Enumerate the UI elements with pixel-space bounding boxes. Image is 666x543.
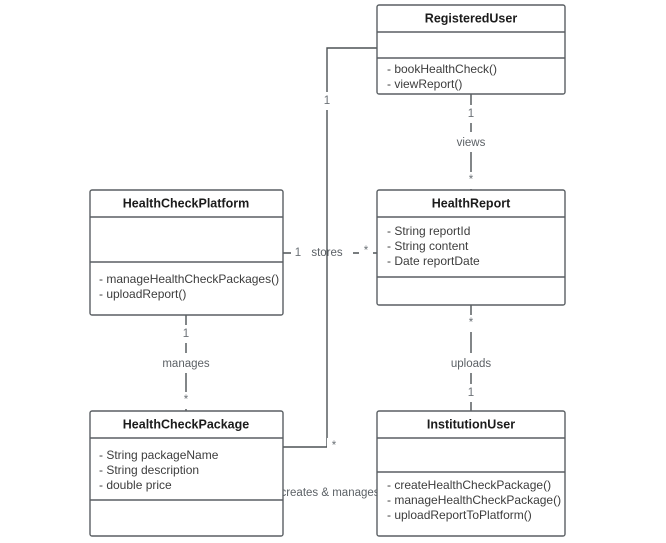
class-health-report-attribute-1: - String content (387, 239, 469, 253)
edge-manages-target-multiplicity: * (184, 394, 189, 406)
edge-views-label: views (457, 137, 486, 149)
class-registered-user-method-0: - bookHealthCheck() (387, 62, 497, 76)
class-health-check-platform-method-1: - uploadReport() (99, 287, 186, 301)
class-health-check-platform-name: HealthCheckPlatform (123, 196, 249, 210)
class-box-health-check-package[interactable]: HealthCheckPackage - String packageName … (89, 410, 284, 537)
class-health-report-name: HealthReport (432, 196, 511, 210)
edge-cm-src-mult-bg (320, 92, 334, 110)
edge-cm-label-bg (276, 484, 388, 504)
edge-uploads-label-bg (441, 353, 501, 373)
edge-views-label-bg (447, 132, 495, 152)
class-institution-user-method-0: - createHealthCheckPackage() (387, 478, 551, 492)
edge-manages: manages 1 * (152, 315, 220, 411)
edge-uploads-src-mult-bg (463, 315, 479, 332)
edge-manages-label-bg (152, 353, 220, 373)
edge-stores-src-mult-bg (291, 245, 305, 262)
class-health-report-frame[interactable] (376, 189, 566, 306)
class-institution-user-method-1: - manageHealthCheckPackage() (387, 493, 561, 507)
class-institution-user-method-2: - uploadReportToPlatform() (387, 508, 532, 522)
class-health-check-platform-method-0: - manageHealthCheckPackages() (99, 272, 279, 286)
class-health-check-package-attribute-1: - String description (99, 463, 199, 477)
class-institution-user-name: InstitutionUser (427, 417, 515, 431)
edge-views-source-multiplicity: 1 (468, 108, 474, 120)
edge-stores-source-multiplicity: 1 (295, 247, 301, 259)
class-registered-user-method-1: - viewReport() (387, 77, 462, 91)
edge-stores: stores 1 * (283, 244, 377, 263)
edge-creates-and-manages-source-multiplicity: 1 (324, 95, 330, 107)
edge-uploads-tgt-mult-bg (463, 384, 479, 402)
class-health-check-package-attribute-2: - double price (99, 478, 172, 492)
edge-creates-and-manages-target-multiplicity: * (332, 440, 337, 452)
class-box-registered-user[interactable]: RegisteredUser - bookHealthCheck() - vie… (376, 4, 566, 95)
class-box-health-check-platform[interactable]: HealthCheckPlatform - manageHealthCheckP… (89, 189, 284, 316)
edge-views-target-multiplicity: * (469, 174, 474, 186)
class-health-check-package-attribute-0: - String packageName (99, 448, 219, 462)
edge-creates-and-manages-label: creates & manages (280, 487, 379, 499)
edge-cm-tgt-mult-bg (327, 438, 341, 454)
edge-views-tgt-mult-bg (463, 172, 479, 189)
edge-uploads-label: uploads (451, 358, 492, 370)
edge-stores-target-multiplicity: * (364, 245, 369, 257)
class-institution-user-frame[interactable] (376, 410, 566, 537)
edge-manages-label: manages (162, 358, 210, 370)
edge-uploads-source-multiplicity: * (469, 317, 474, 329)
edge-manages-src-mult-bg (178, 325, 194, 343)
class-box-institution-user[interactable]: InstitutionUser - createHealthCheckPacka… (376, 410, 566, 537)
edge-uploads-target-multiplicity: 1 (468, 387, 474, 399)
edge-creates-and-manages: creates & manages 1 * (276, 47, 388, 504)
edge-creates-and-manages-line (283, 47, 377, 448)
class-health-check-package-frame[interactable] (89, 410, 284, 537)
edge-manages-tgt-mult-bg (178, 392, 194, 409)
edge-manages-source-multiplicity: 1 (183, 328, 189, 340)
class-box-health-report[interactable]: HealthReport - String reportId - String … (376, 189, 566, 306)
edge-uploads: uploads * 1 (441, 305, 501, 411)
class-health-report-attribute-0: - String reportId (387, 224, 470, 238)
class-health-check-platform-frame[interactable] (89, 189, 284, 316)
edge-views: views 1 * (447, 94, 495, 190)
class-registered-user-name: RegisteredUser (425, 11, 518, 25)
class-health-report-attribute-2: - Date reportDate (387, 254, 480, 268)
class-health-check-package-name: HealthCheckPackage (123, 417, 250, 431)
edge-views-src-mult-bg (463, 105, 479, 123)
edge-stores-label-bg (303, 244, 353, 263)
edge-stores-tgt-mult-bg (359, 244, 373, 260)
class-registered-user-frame[interactable] (376, 4, 566, 95)
